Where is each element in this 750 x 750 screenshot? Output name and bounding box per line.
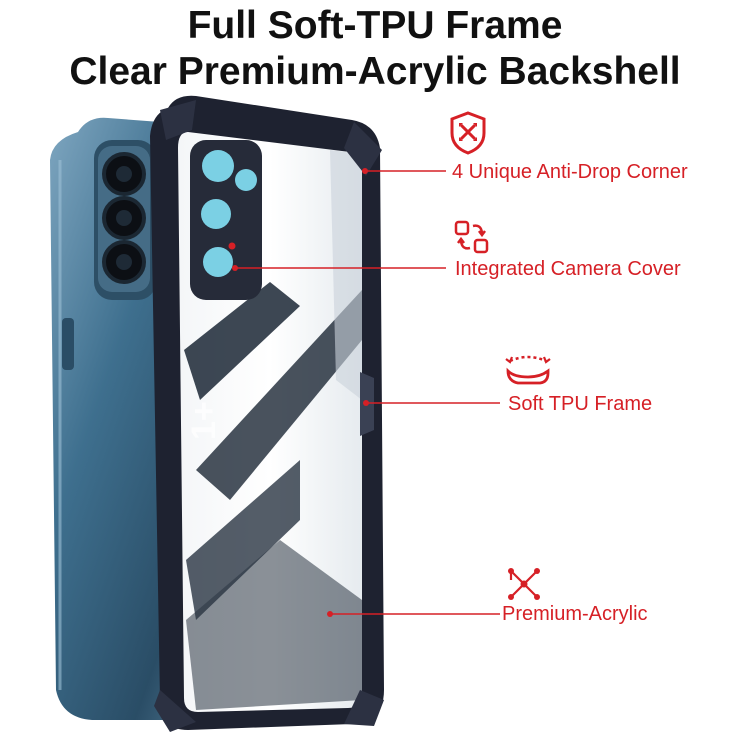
callout-label-premium-acrylic: Premium-Acrylic (502, 603, 648, 625)
brand-mark: 1+ (185, 401, 223, 440)
molecule-icon (508, 568, 540, 600)
callout-dot-2a (228, 242, 236, 250)
shield-icon (450, 111, 486, 155)
callout-dot-1 (362, 168, 368, 174)
callout-dot-2 (232, 265, 238, 271)
callout-dots (228, 168, 369, 617)
title-line-2: Clear Premium-Acrylic Backshell (69, 50, 681, 93)
camera-cover-icon (454, 220, 489, 254)
callout-dot-3 (363, 400, 369, 406)
callout-lines (235, 170, 500, 615)
callout-label-soft-tpu-frame: Soft TPU Frame (508, 393, 653, 415)
title-line-1: Full Soft-TPU Frame (187, 4, 563, 47)
callout-label-anti-drop-corner: 4 Unique Anti-Drop Corner (452, 161, 688, 183)
flexible-frame-icon (505, 355, 551, 385)
callout-dot-4 (327, 611, 333, 617)
case-frame: 1+ (150, 95, 384, 732)
callout-label-camera-cover: Integrated Camera Cover (455, 258, 681, 280)
